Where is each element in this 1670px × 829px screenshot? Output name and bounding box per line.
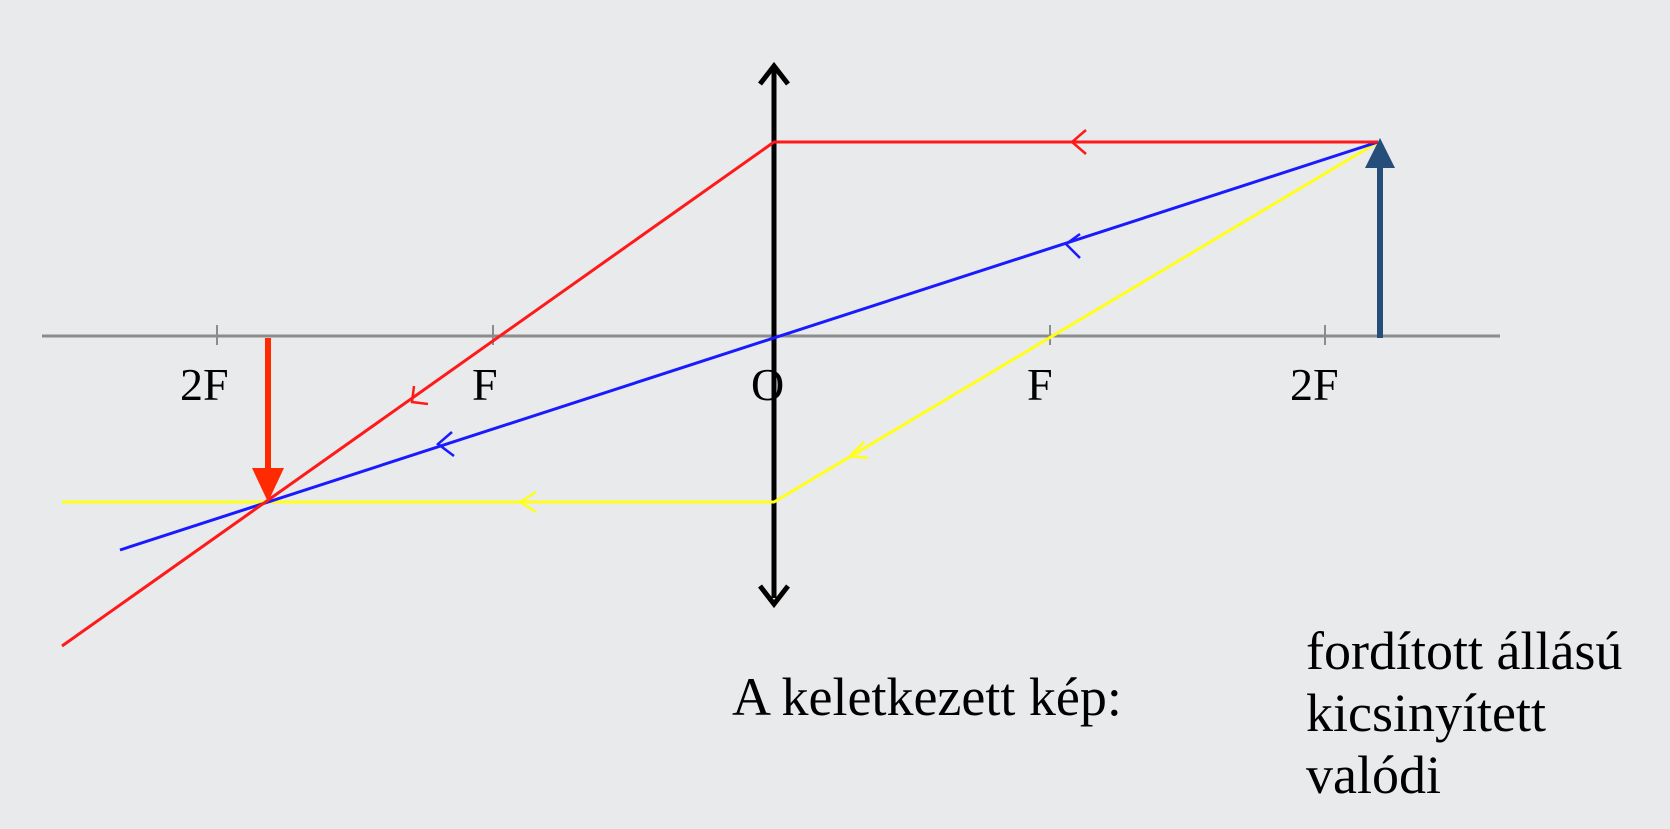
ray-center (119, 140, 1379, 552)
image-arrow (252, 338, 284, 502)
label-center-o: O (751, 359, 784, 410)
ray-parallel (61, 129, 1378, 648)
image-properties-list: fordított állású kicsinyített valódi (1306, 620, 1622, 806)
convex-lens (758, 61, 790, 609)
ray-focal (62, 140, 1379, 514)
object-arrow (1365, 138, 1395, 338)
property-size: kicsinyített (1306, 683, 1546, 743)
image-caption: A keletkezett kép: (732, 667, 1122, 727)
property-type: valódi (1306, 745, 1441, 805)
property-orientation: fordított állású (1306, 621, 1623, 681)
label-left-2f: 2F (180, 359, 229, 410)
label-right-2f: 2F (1290, 359, 1339, 410)
label-right-f: F (1027, 359, 1053, 410)
label-left-f: F (472, 359, 498, 410)
